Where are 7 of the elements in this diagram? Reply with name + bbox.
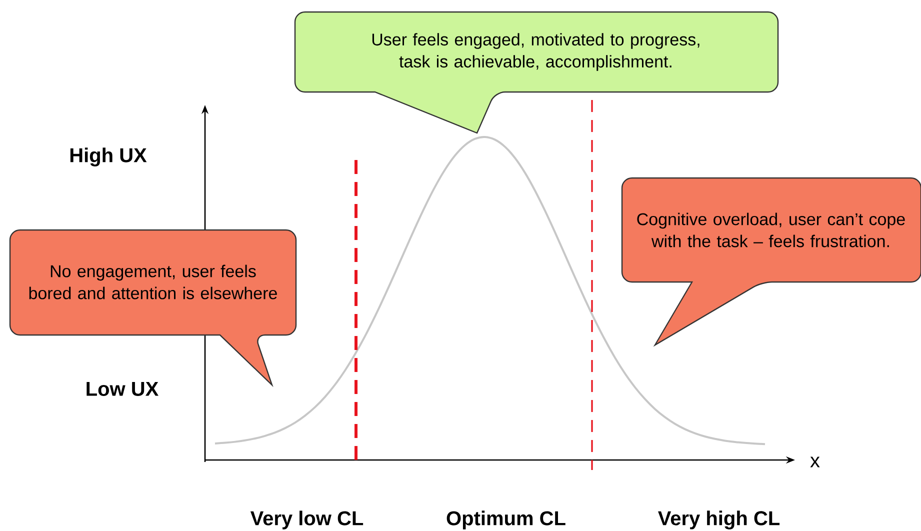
axis-label: High UX bbox=[70, 148, 147, 166]
category-label: Very low CL bbox=[250, 510, 364, 530]
axis-label: x bbox=[810, 456, 820, 468]
speech-bubble: Cognitive overload, user can’t cope with the task – feels frustration. bbox=[621, 177, 921, 346]
category-label: Optimum CL bbox=[446, 510, 566, 530]
category-label: Very high CL bbox=[658, 510, 780, 530]
speech-bubble: User feels engaged, motivated to progress, task is achievable, accomplishment. bbox=[294, 11, 779, 134]
